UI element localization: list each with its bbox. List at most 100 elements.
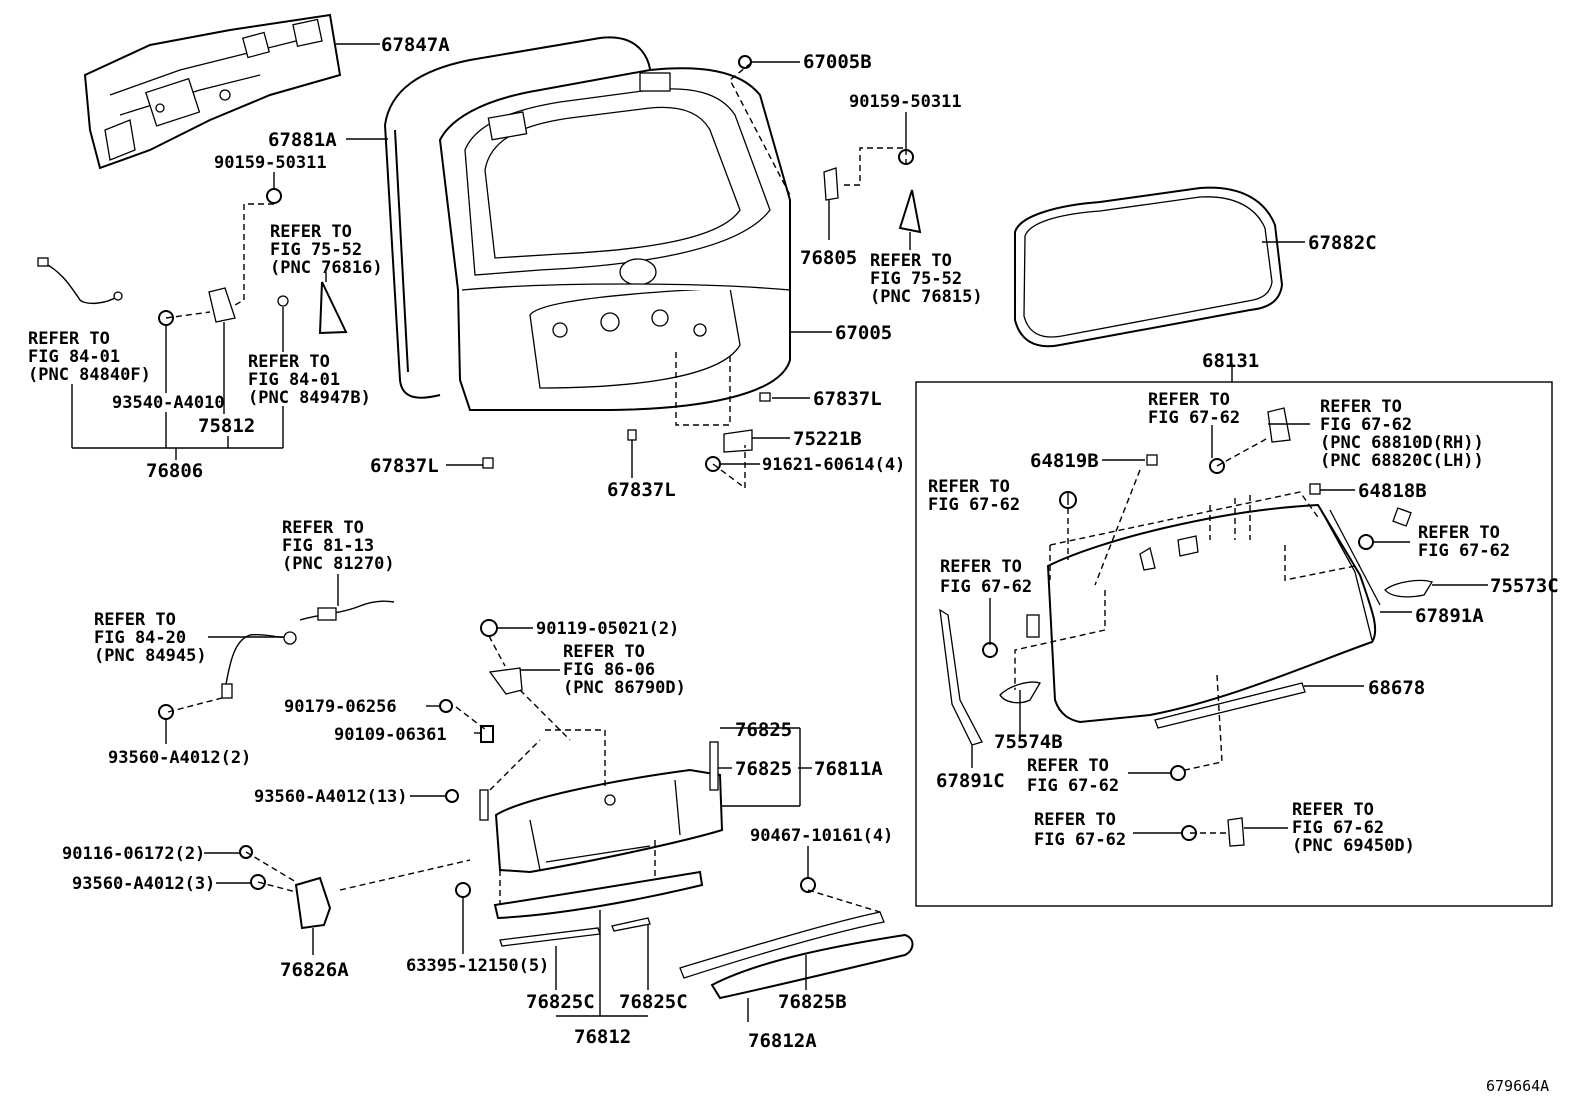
refer-note-line: (PNC 86790D)	[563, 678, 686, 698]
refer-note-line: FIG 67-62	[940, 577, 1032, 597]
clip-67837L-b-drawing	[482, 457, 494, 469]
clip-67837L-a-drawing	[759, 392, 771, 402]
label-90179-06256: 90179-06256	[284, 697, 397, 717]
label-67837L-c: 67837L	[607, 479, 676, 501]
refer-note-line: REFER TO	[1034, 810, 1116, 830]
label-93560-A4012-3: 93560-A4012(3)	[72, 874, 215, 894]
label-67891C: 67891C	[936, 770, 1005, 792]
refer-note-line: (PNC 76816)	[270, 258, 383, 278]
label-76812A: 76812A	[748, 1030, 817, 1052]
bracket-75221B-drawing	[723, 429, 753, 453]
garnish-76811A-drawing	[439, 699, 724, 874]
refer-note-line: FIG 84-01	[28, 347, 120, 367]
diagram-id: 679664A	[1486, 1077, 1549, 1095]
label-76812: 76812	[574, 1026, 631, 1048]
refer-note-line: (PNC 84947B)	[248, 388, 371, 408]
insulator-pad-drawing	[83, 13, 342, 170]
label-67847A: 67847A	[381, 34, 450, 56]
refer-note-line: FIG 84-01	[248, 370, 340, 390]
label-68131: 68131	[1202, 350, 1259, 372]
garnish-76812-drawing	[455, 870, 704, 947]
label-67882C: 67882C	[1308, 232, 1377, 254]
refer-note-line: REFER TO	[870, 251, 952, 271]
refer-note-line: FIG 67-62	[1034, 830, 1126, 850]
refer-note-line: REFER TO	[248, 352, 330, 372]
label-90159-50311-right: 90159-50311	[849, 92, 962, 112]
refer-notes: REFER TO FIG 75-52 (PNC 76816) REFER TO …	[28, 222, 1510, 856]
label-93560-A4012-13: 93560-A4012(13)	[254, 787, 408, 807]
clip-67837L-c-drawing	[627, 429, 637, 441]
refer-note-line: (PNC 68820C(LH))	[1320, 451, 1484, 471]
leader-lines	[71, 43, 1553, 1022]
label-90109-06361: 90109-06361	[334, 725, 447, 745]
refer-note-line: FIG 86-06	[563, 660, 655, 680]
refer-note-line: FIG 67-62	[1418, 541, 1510, 561]
label-76825-b: 76825	[735, 758, 792, 780]
refer-note-line: REFER TO	[28, 329, 110, 349]
refer-note-line: REFER TO	[928, 477, 1010, 497]
label-68678: 68678	[1368, 677, 1425, 699]
label-76805: 76805	[800, 247, 857, 269]
label-76825C-b: 76825C	[619, 991, 688, 1013]
refer-note-line: FIG 67-62	[928, 495, 1020, 515]
label-64819B: 64819B	[1030, 450, 1099, 472]
clip-67005B-drawing	[738, 55, 752, 69]
refer-note-line: REFER TO	[1027, 756, 1109, 776]
label-75573C: 75573C	[1490, 575, 1559, 597]
part-labels: 67847A 67881A 90159-50311 67005B 90159-5…	[62, 34, 1559, 1095]
label-76825C-a: 76825C	[526, 991, 595, 1013]
label-76825B: 76825B	[778, 991, 847, 1013]
refer-note-line: FIG 67-62	[1292, 818, 1384, 838]
hinge-76826A-drawing	[239, 845, 332, 930]
label-93560-A4012-2: 93560-A4012(2)	[108, 748, 251, 768]
label-93540-A4010: 93540-A4010	[112, 393, 225, 413]
dashed-connectors	[165, 62, 1361, 913]
refer-note-line: FIG 67-62	[1027, 776, 1119, 796]
label-63395-12150: 63395-12150(5)	[406, 956, 549, 976]
refer-note-line: REFER TO	[1148, 390, 1230, 410]
refer-note-line: REFER TO	[270, 222, 352, 242]
refer-note-line: (PNC 81270)	[282, 554, 395, 574]
refer-note-line: FIG 81-13	[282, 536, 374, 556]
back-glass-drawing	[939, 407, 1433, 847]
back-door-drawing	[438, 67, 791, 411]
refer-note-line: FIG 75-52	[270, 240, 362, 260]
label-76811A: 76811A	[814, 758, 883, 780]
label-64818B: 64818B	[1358, 480, 1427, 502]
refer-note-line: REFER TO	[282, 518, 364, 538]
label-75221B: 75221B	[793, 428, 862, 450]
label-67891A: 67891A	[1415, 605, 1484, 627]
label-67837L-a: 67837L	[813, 388, 882, 410]
refer-note-line: FIG 84-20	[94, 628, 186, 648]
refer-note-line: REFER TO	[1418, 523, 1500, 543]
label-75574B: 75574B	[994, 731, 1063, 753]
refer-note-line: REFER TO	[940, 557, 1022, 577]
label-67837L-b: 67837L	[370, 455, 439, 477]
label-75812: 75812	[198, 415, 255, 437]
label-67881A: 67881A	[268, 129, 337, 151]
refer-note-line: (PNC 84945)	[94, 646, 207, 666]
refer-note-line: (PNC 76815)	[870, 287, 983, 307]
label-90159-50311-left: 90159-50311	[214, 153, 327, 173]
refer-note-line: (PNC 68810D(RH))	[1320, 433, 1484, 453]
label-90116-06172: 90116-06172(2)	[62, 844, 205, 864]
label-90467-10161: 90467-10161(4)	[750, 826, 893, 846]
refer-note-line: FIG 67-62	[1148, 408, 1240, 428]
label-67005B: 67005B	[803, 51, 872, 73]
refer-note-line: REFER TO	[94, 610, 176, 630]
refer-note-line: FIG 67-62	[1320, 415, 1412, 435]
refer-note-line: (PNC 69450D)	[1292, 836, 1415, 856]
label-91621-60614: 91621-60614(4)	[762, 455, 905, 475]
label-90119-05021: 90119-05021(2)	[536, 619, 679, 639]
label-76825-a: 76825	[735, 719, 792, 741]
refer-note-line: REFER TO	[1292, 800, 1374, 820]
glass-weatherstrip-drawing	[1014, 186, 1284, 348]
weatherstrip-drawing	[384, 36, 652, 399]
refer-note-line: FIG 75-52	[870, 269, 962, 289]
garnish-76812A-drawing	[679, 877, 914, 1000]
label-67005: 67005	[835, 322, 892, 344]
refer-note-line: REFER TO	[563, 642, 645, 662]
refer-note-line: (PNC 84840F)	[28, 365, 151, 385]
label-76826A: 76826A	[280, 959, 349, 981]
